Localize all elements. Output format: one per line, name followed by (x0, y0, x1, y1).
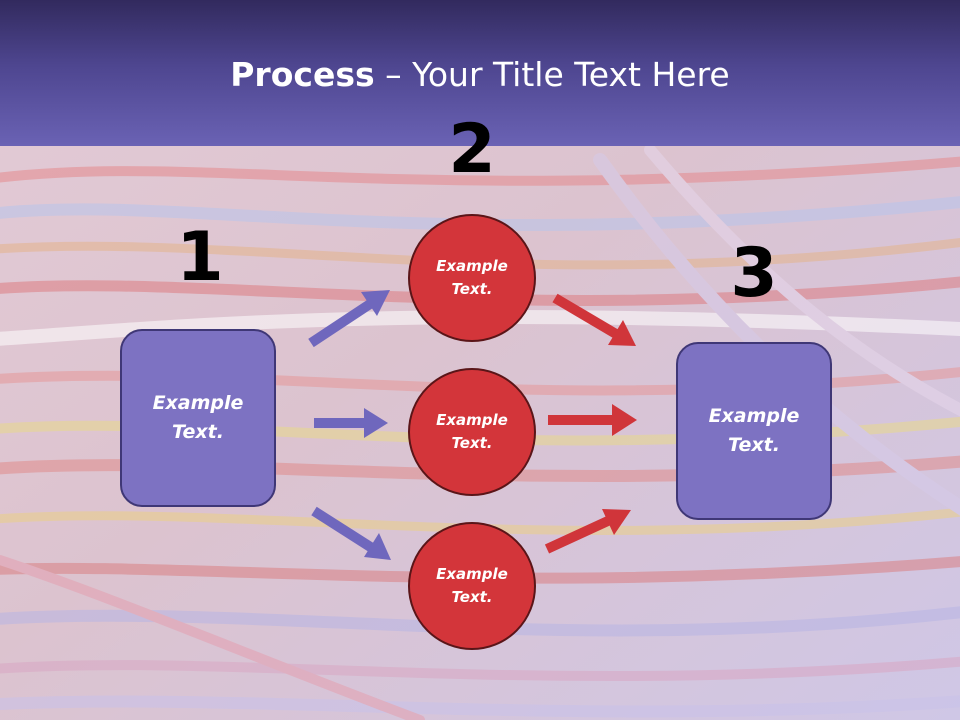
right-box: Example Text. (676, 342, 832, 520)
left-box-label: Example Text. (152, 392, 244, 443)
circle-top: Example Text. (408, 214, 536, 342)
step-number-1: 1 (176, 218, 224, 297)
circle-middle-label: Example Text. (436, 411, 508, 452)
title-rest: – Your Title Text Here (374, 55, 730, 94)
title-bold: Process (230, 55, 375, 94)
right-box-label: Example Text. (708, 405, 800, 456)
title-bar: Process – Your Title Text Here (0, 0, 960, 146)
left-box: Example Text. (120, 329, 276, 507)
circle-bottom: Example Text. (408, 522, 536, 650)
circle-top-label: Example Text. (436, 257, 508, 298)
step-number-3: 3 (730, 234, 778, 313)
circle-middle: Example Text. (408, 368, 536, 496)
circle-bottom-label: Example Text. (436, 565, 508, 606)
step-number-2: 2 (448, 110, 496, 189)
slide-title: Process – Your Title Text Here (0, 52, 960, 98)
